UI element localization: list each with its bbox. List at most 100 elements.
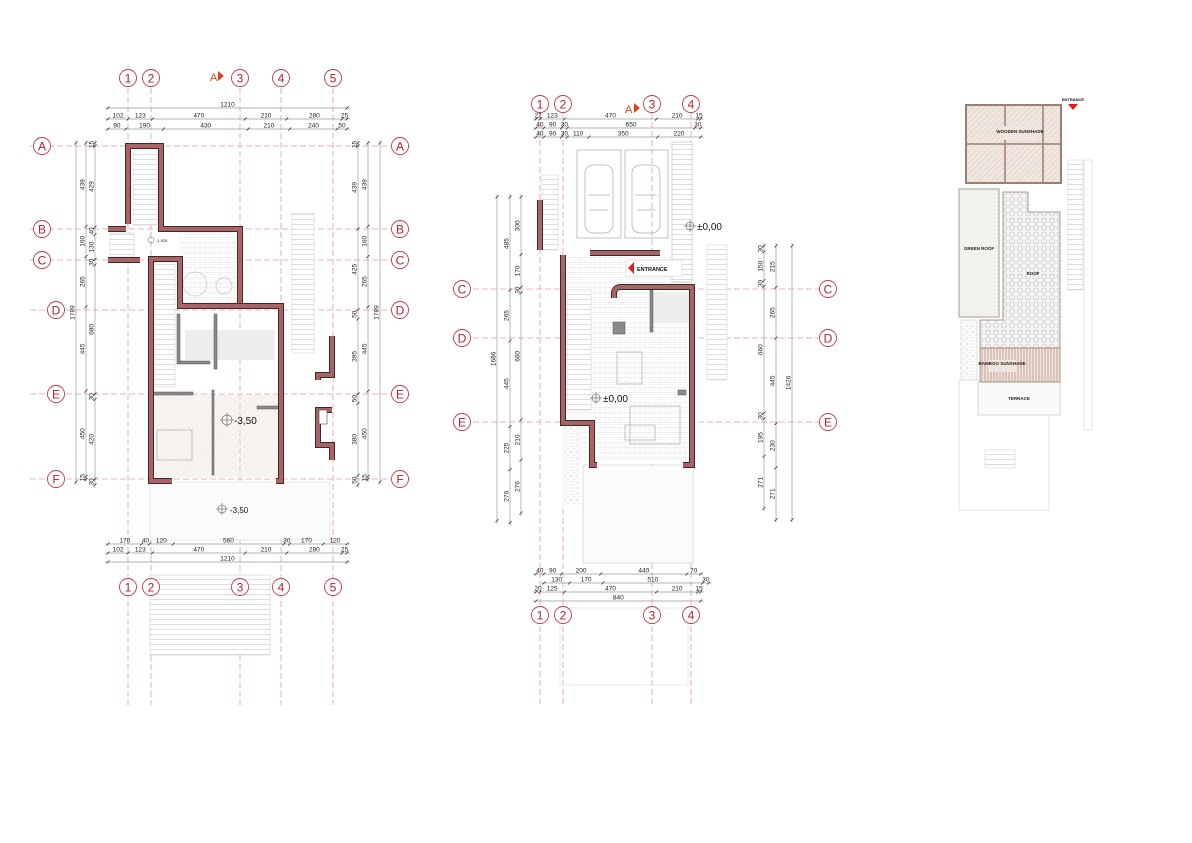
stair-basement-2[interactable]	[154, 261, 176, 388]
grid-bubble-E[interactable]: E	[391, 385, 409, 403]
dimension-tick	[542, 572, 546, 576]
dimension-tick	[345, 117, 349, 121]
grid-bubble-D[interactable]: D	[453, 329, 471, 347]
grid-bubble-1[interactable]: 1	[119, 69, 137, 87]
dimension-label: 210	[672, 113, 683, 120]
grid-bubble-5[interactable]: 5	[324, 69, 342, 87]
grid-bubble-C[interactable]: C	[391, 251, 409, 269]
dimension-label: 170	[119, 538, 130, 545]
grid-bubble-circle	[554, 95, 572, 113]
dimension-label: 30	[702, 577, 710, 584]
lower-stair	[984, 449, 1016, 469]
washer	[215, 277, 233, 295]
dimension-tick	[93, 263, 97, 267]
stair-entry[interactable]	[109, 232, 135, 258]
grid-bubble-3[interactable]: 3	[231, 578, 249, 596]
grid-bubble-F[interactable]: F	[47, 470, 65, 488]
grid-bubble-circle	[554, 606, 572, 624]
dimension-tick	[366, 389, 370, 393]
grid-bubble-4[interactable]: 4	[272, 69, 290, 87]
grid-bubble-circle	[272, 69, 290, 87]
dimension-tick	[774, 244, 778, 248]
grid-bubble-D[interactable]: D	[819, 329, 837, 347]
car-icon	[584, 164, 614, 234]
dimension-tick	[538, 590, 542, 594]
dimension-tick	[762, 411, 766, 415]
grid-bubble-circle	[119, 69, 137, 87]
dimension-label: 439	[80, 179, 87, 190]
grid-bubble-A[interactable]: A	[33, 137, 51, 155]
lower-stair[interactable]	[149, 574, 271, 656]
dimension-label: 160	[80, 236, 87, 247]
dimension-label: 1426	[786, 375, 793, 390]
grid-bubble-1[interactable]: 1	[531, 95, 549, 113]
dimension-label: 90	[549, 131, 557, 138]
grid-bubble-3[interactable]: 3	[643, 95, 661, 113]
dimension-label: 22	[535, 113, 543, 120]
wc-room	[652, 292, 690, 322]
dimension-label: 445	[770, 375, 777, 386]
interior-wall	[649, 289, 654, 333]
dimension-tick	[84, 477, 88, 481]
grid-bubble-1[interactable]: 1	[119, 578, 137, 596]
dimension-tick	[698, 117, 703, 121]
grid-bubble-4[interactable]: 4	[272, 578, 290, 596]
dimension-tick	[519, 511, 523, 515]
dimension-label: 15	[696, 113, 704, 120]
dimension-label: 380	[352, 434, 359, 445]
grid-bubble-2[interactable]: 2	[554, 606, 572, 624]
dimension-tick	[93, 477, 97, 481]
grid-bubble-F[interactable]: F	[391, 470, 409, 488]
grid-bubble-4[interactable]: 4	[682, 606, 700, 624]
dimension-label: 15	[696, 586, 704, 593]
grid-bubble-label: E	[52, 388, 60, 402]
grid-bubble-4[interactable]: 4	[682, 95, 700, 113]
external-stair[interactable]	[291, 212, 315, 354]
elevation-label: -3,50	[234, 416, 257, 427]
dimension-tick	[147, 542, 152, 546]
grid-bubble-circle	[643, 95, 661, 113]
grid-bubble-2[interactable]: 2	[142, 69, 160, 87]
grid-bubble-A[interactable]: A	[391, 137, 409, 155]
dimension-label: 485	[504, 238, 511, 249]
dimension-tick	[84, 254, 88, 259]
grid-bubble-B[interactable]: B	[391, 220, 409, 238]
grid-bubble-D[interactable]: D	[391, 301, 409, 319]
external-stair[interactable]	[706, 244, 728, 381]
grid-bubble-5[interactable]: 5	[324, 578, 342, 596]
dimension-label: 30	[694, 122, 702, 129]
grid-bubble-B[interactable]: B	[33, 220, 51, 238]
grid-bubble-E[interactable]: E	[819, 413, 837, 431]
grid-bubble-2[interactable]: 2	[554, 95, 572, 113]
grid-bubble-C[interactable]: C	[33, 251, 51, 269]
grid-bubble-circle	[142, 578, 160, 596]
grid-bubble-1[interactable]: 1	[531, 606, 549, 624]
stair-internal[interactable]	[566, 289, 592, 411]
stair-basement[interactable]	[132, 149, 158, 226]
grid-bubble-E[interactable]: E	[453, 413, 471, 431]
grid-bubble-3[interactable]: 3	[231, 69, 249, 87]
parking-space	[624, 149, 669, 239]
stair-ground[interactable]	[541, 174, 559, 251]
dimension-tick	[161, 127, 166, 131]
grid-bubble-E[interactable]: E	[47, 385, 65, 403]
svg-text:A: A	[625, 104, 633, 116]
grid-bubble-2[interactable]: 2	[142, 578, 160, 596]
exterior-walls	[537, 200, 695, 468]
dimension-label: 130	[89, 241, 96, 252]
dimension-label: 120	[330, 538, 341, 545]
grid-bubble-3[interactable]: 3	[643, 606, 661, 624]
dimension-tick	[519, 285, 523, 289]
entrance-marker[interactable]: ENTRANCE	[625, 259, 683, 277]
dimension-label: 25	[341, 547, 349, 554]
dimension-label: 660	[515, 351, 522, 362]
dimension-tick	[366, 474, 370, 479]
dimension-tick	[84, 474, 88, 479]
grid-bubble-label: 2	[560, 98, 567, 112]
grid-bubble-C[interactable]: C	[453, 280, 471, 298]
grid-bubble-D[interactable]: D	[47, 301, 65, 319]
entrance-label: ENTRANCE	[1062, 97, 1085, 102]
grid-bubble-C[interactable]: C	[819, 280, 837, 298]
dimension-label: 271	[758, 476, 765, 487]
